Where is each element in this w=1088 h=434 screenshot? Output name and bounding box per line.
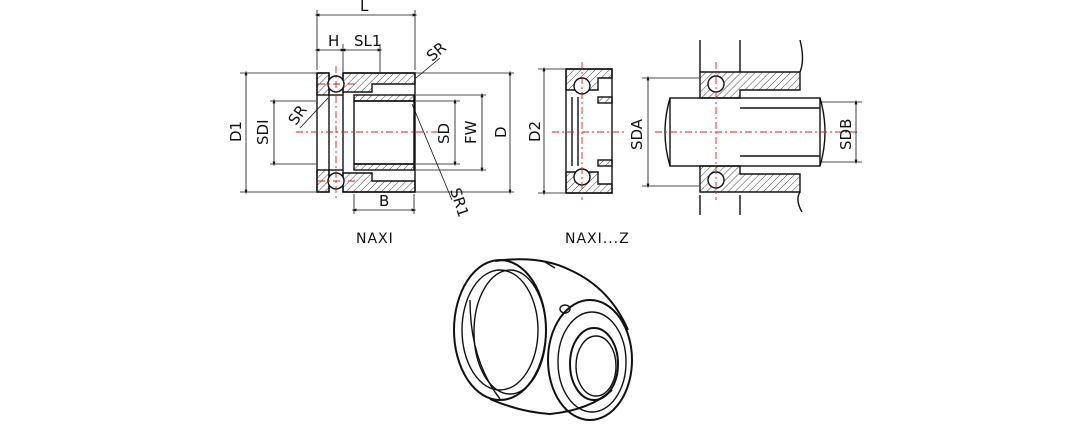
label-SDB: SDB [837, 119, 855, 150]
label-D1: D1 [227, 121, 245, 142]
label-SDI: SDI [254, 120, 272, 146]
naxi-z-section-view: D2 NAXI...Z [526, 62, 630, 247]
outer-ring-top [342, 72, 416, 93]
lube-hole [559, 304, 571, 314]
bearing-isometric-view [453, 258, 633, 421]
label-SD: SD [435, 123, 453, 144]
label-SR-left: SR [285, 102, 311, 129]
label-H: H [328, 32, 339, 50]
naxi-section-view: L H SL1 SR D1 SDI SR SD FW [227, 0, 514, 247]
label-L: L [360, 0, 369, 15]
label-D: D [492, 126, 510, 138]
needle-top [353, 94, 415, 102]
label-SDA: SDA [628, 118, 646, 150]
needle-bottom [353, 163, 415, 171]
label-SR-top: SR [423, 38, 450, 65]
label-SR1: SR1 [446, 186, 472, 220]
label-FW: FW [462, 120, 480, 144]
label-B: B [379, 192, 389, 210]
mounting-section-view: SDA SDB [628, 39, 862, 215]
outer-ring-bottom [342, 172, 416, 193]
caption-naxi-z: NAXI...Z [565, 231, 630, 247]
caption-naxi: NAXI [356, 231, 394, 247]
label-D2: D2 [526, 121, 544, 142]
label-SL1: SL1 [354, 32, 381, 50]
